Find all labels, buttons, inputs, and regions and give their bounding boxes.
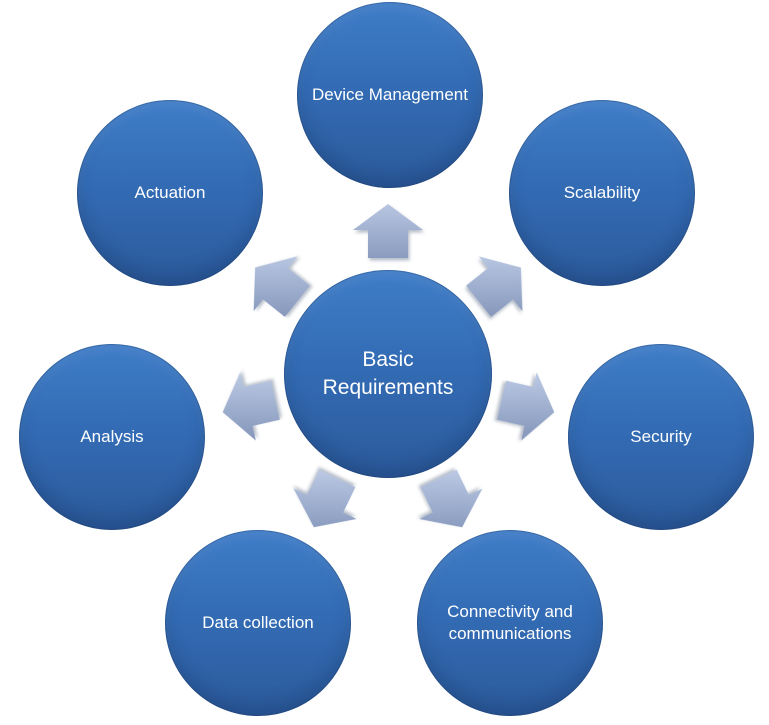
arrow-icon-to-analysis (222, 372, 280, 441)
node-label: Actuation (134, 182, 206, 202)
node-circle-security: Security (568, 344, 754, 530)
node-label: Analysis (80, 426, 144, 446)
arrow-icon-to-connectivity (419, 469, 483, 528)
hub-label: Basic Requirements (322, 347, 454, 399)
arrow-icon-to-actuation (253, 256, 310, 317)
arrow-icon-to-device-management (353, 204, 423, 258)
node-circle-scalability: Scalability (509, 100, 695, 286)
arrow-icon-to-scalability (466, 256, 523, 317)
node-circle-device-management: Device Management (297, 2, 483, 188)
node-label: Connectivity and communications (447, 601, 573, 643)
arrow-icon-to-security (497, 372, 555, 441)
node-label: Security (630, 426, 692, 446)
node-circle-connectivity-communications: Connectivity and communications (417, 530, 603, 716)
arrow-icon-to-data-collection (293, 469, 357, 528)
node-circle-data-collection: Data collection (165, 530, 351, 716)
node-circle-analysis: Analysis (19, 344, 205, 530)
node-label: Data collection (202, 612, 314, 632)
node-circle-actuation: Actuation (77, 100, 263, 286)
hub-circle-basic-requirements: Basic Requirements (284, 270, 492, 478)
node-label: Device Management (312, 84, 468, 104)
node-label: Scalability (563, 182, 641, 202)
